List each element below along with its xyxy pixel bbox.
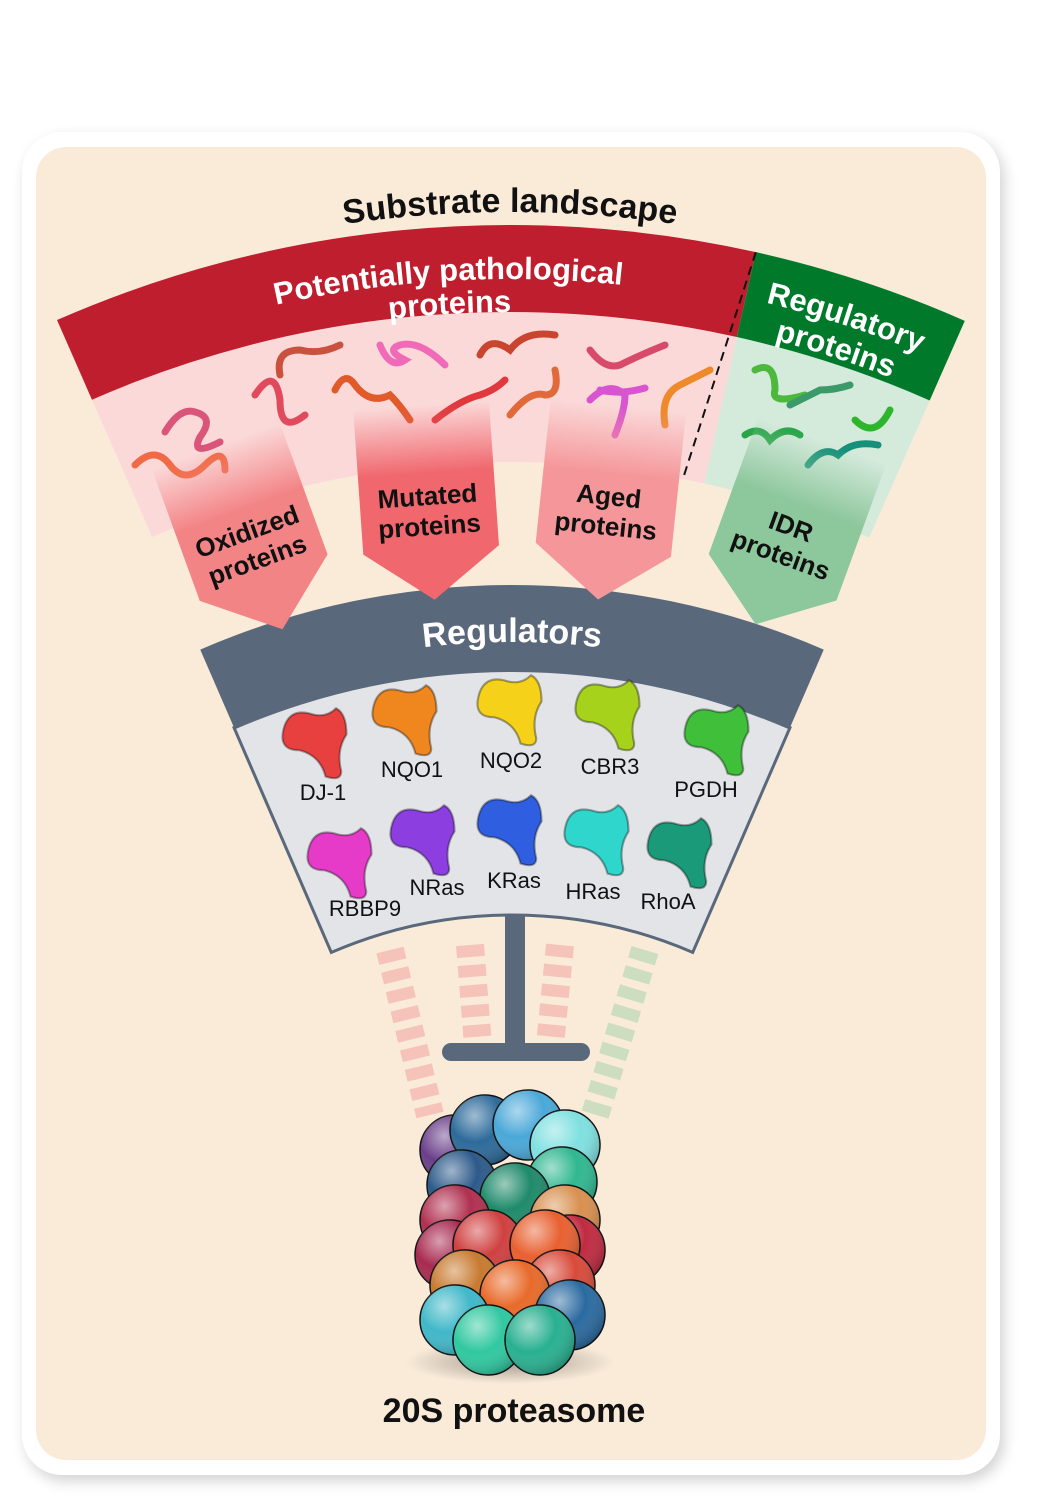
stand-post (505, 915, 525, 1050)
stand-base (442, 1043, 590, 1061)
unfolded-protein-worm (786, 381, 854, 409)
arrow-aged-proteins: Aged proteins (535, 398, 687, 600)
substrate-landscape-title: Substrate landscape (340, 182, 680, 232)
protein-structure-icon (281, 706, 348, 780)
regulator-stand (442, 915, 590, 1061)
regulator-nras: NRas (389, 803, 465, 900)
regulators-band (200, 585, 824, 730)
unfolded-protein-worm (851, 406, 894, 432)
arrow-shape (151, 422, 328, 630)
degradation-beam (376, 946, 444, 1119)
regulator-label: HRas (565, 879, 620, 904)
unfolded-protein-worm (161, 407, 224, 452)
regulator-kras: KRas (476, 793, 543, 893)
unfolded-protein-worm (660, 366, 714, 429)
pathological-proteins-band (57, 225, 756, 400)
protein-structure-icon (574, 678, 641, 752)
regulator-label: CBR3 (581, 754, 640, 779)
regulator-label: RhoA (640, 889, 695, 914)
unfolded-protein-worm (586, 341, 669, 370)
unfolded-protein-worm (751, 364, 809, 403)
substrate-arrows: Oxidized proteins Mutated proteins Aged … (151, 398, 887, 630)
regulator-dj1: DJ-1 (281, 706, 348, 805)
unfolded-protein-worm (251, 377, 309, 426)
regulator-label: KRas (487, 868, 541, 893)
regulator-nqo2: NQO2 (476, 673, 543, 773)
protein-structure-icon (683, 703, 750, 777)
proteasome-20s (405, 1089, 615, 1384)
unfolded-protein-worm (476, 330, 559, 359)
arrow-shape (708, 417, 887, 625)
arrow-label-line1: Aged (575, 478, 643, 515)
regulator-hras: HRas (563, 803, 630, 904)
sector-divider (681, 251, 757, 480)
regulator-label: DJ-1 (300, 780, 346, 805)
unfolded-protein-worm (506, 366, 560, 419)
protein-structure-icon (476, 673, 543, 747)
degradation-beams (376, 943, 659, 1120)
regulator-label: NRas (409, 875, 464, 900)
arrow-shape (353, 400, 499, 600)
regulator-label: NQO1 (381, 757, 443, 782)
regulator-label: NQO2 (480, 748, 542, 773)
regulator-rbbp9: RBBP9 (306, 826, 401, 921)
protein-structure-icon (371, 683, 438, 757)
regulatory-proteins-band (736, 252, 965, 401)
arrow-shape (535, 398, 687, 600)
arrow-oxidized-proteins: Oxidized proteins (151, 422, 328, 630)
proteasome-subunit (504, 1304, 576, 1376)
protein-structure-icon (476, 793, 543, 867)
regulator-cbr3: CBR3 (574, 678, 641, 779)
degradation-beam (536, 943, 574, 1047)
unfolded-protein-worm (331, 375, 414, 424)
protein-structure-icon (563, 803, 630, 877)
regulator-nqo1: NQO1 (371, 683, 443, 782)
regulator-label: RBBP9 (329, 896, 401, 921)
degradation-beam (456, 943, 492, 1047)
regulators-title: Regulators (420, 612, 604, 655)
arrow-label-line1: Mutated (377, 478, 479, 515)
arrow-label-line2: proteins (377, 507, 481, 544)
regulator-rhoa: RhoA (640, 816, 713, 914)
unfolded-protein-worm (376, 340, 449, 369)
protein-structure-icon (389, 803, 456, 877)
unfolded-protein-worm (275, 341, 344, 379)
arrow-mutated-proteins: Mutated proteins (353, 400, 499, 600)
regulator-label: PGDH (674, 777, 738, 802)
degradation-beam (581, 945, 659, 1120)
protein-structure-icon (646, 816, 713, 890)
arrow-idr-proteins: IDR proteins (708, 417, 887, 625)
protein-structure-icon (306, 826, 373, 900)
regulator-pgdh: PGDH (674, 703, 750, 802)
proteasome-label: 20S proteasome (383, 1392, 646, 1430)
